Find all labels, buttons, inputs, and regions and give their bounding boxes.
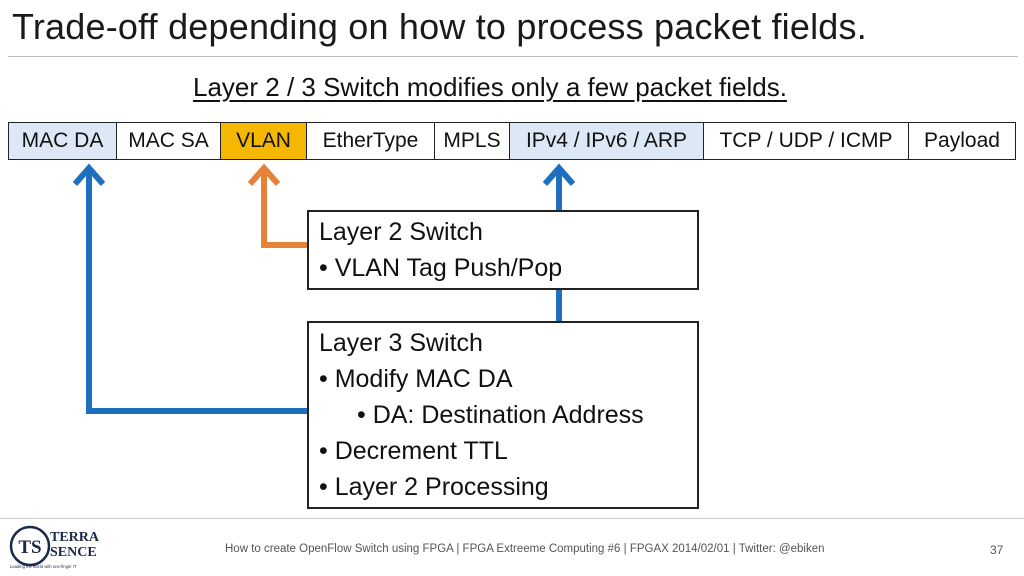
field-mpls: MPLS <box>435 123 510 159</box>
logo-word-2: SENCE <box>50 545 97 560</box>
layer3-subitem-da: • DA: Destination Address <box>357 401 644 429</box>
packet-field-row: MAC DA MAC SA VLAN EtherType MPLS IPv4 /… <box>8 122 1016 160</box>
footer-text: How to create OpenFlow Switch using FPGA… <box>225 543 825 555</box>
field-transport: TCP / UDP / ICMP <box>704 123 909 159</box>
slide-title: Trade-off depending on how to process pa… <box>12 6 867 47</box>
field-ethertype: EtherType <box>307 123 435 159</box>
field-mac-sa: MAC SA <box>117 123 221 159</box>
layer3-switch-box: Layer 3 Switch • Modify MAC DA • DA: Des… <box>307 321 699 509</box>
layer2-item: • VLAN Tag Push/Pop <box>319 254 563 282</box>
arrowhead-mac-da <box>72 163 106 186</box>
layer2-heading: Layer 2 Switch <box>319 218 483 246</box>
footer-divider <box>0 518 1024 519</box>
slide-subtitle: Layer 2 / 3 Switch modifies only a few p… <box>193 72 787 102</box>
layer3-item-l2: • Layer 2 Processing <box>319 473 549 501</box>
layer3-item-ttl: • Decrement TTL <box>319 437 508 465</box>
terrasence-logo: TS TERRA SENCE Leading the world with on… <box>9 525 100 569</box>
arrowhead-ip <box>542 163 576 186</box>
layer3-heading: Layer 3 Switch <box>319 329 483 357</box>
page-number: 37 <box>990 543 1004 557</box>
arrow-to-mac-da <box>86 170 308 414</box>
layer3-item-modify-mac: • Modify MAC DA <box>319 365 513 393</box>
arrowhead-vlan <box>247 163 281 186</box>
arrow-to-vlan <box>261 170 308 248</box>
logo-word-1: TERRA <box>50 530 100 545</box>
layer2-switch-box: Layer 2 Switch • VLAN Tag Push/Pop <box>307 210 699 290</box>
field-vlan: VLAN <box>221 123 307 159</box>
field-payload: Payload <box>909 123 1015 159</box>
title-divider <box>8 56 1018 57</box>
logo-tagline: Leading the world with one-finger IT <box>10 564 77 569</box>
field-ip: IPv4 / IPv6 / ARP <box>510 123 704 159</box>
field-mac-da: MAC DA <box>9 123 117 159</box>
logo-letters: TS <box>18 537 41 558</box>
